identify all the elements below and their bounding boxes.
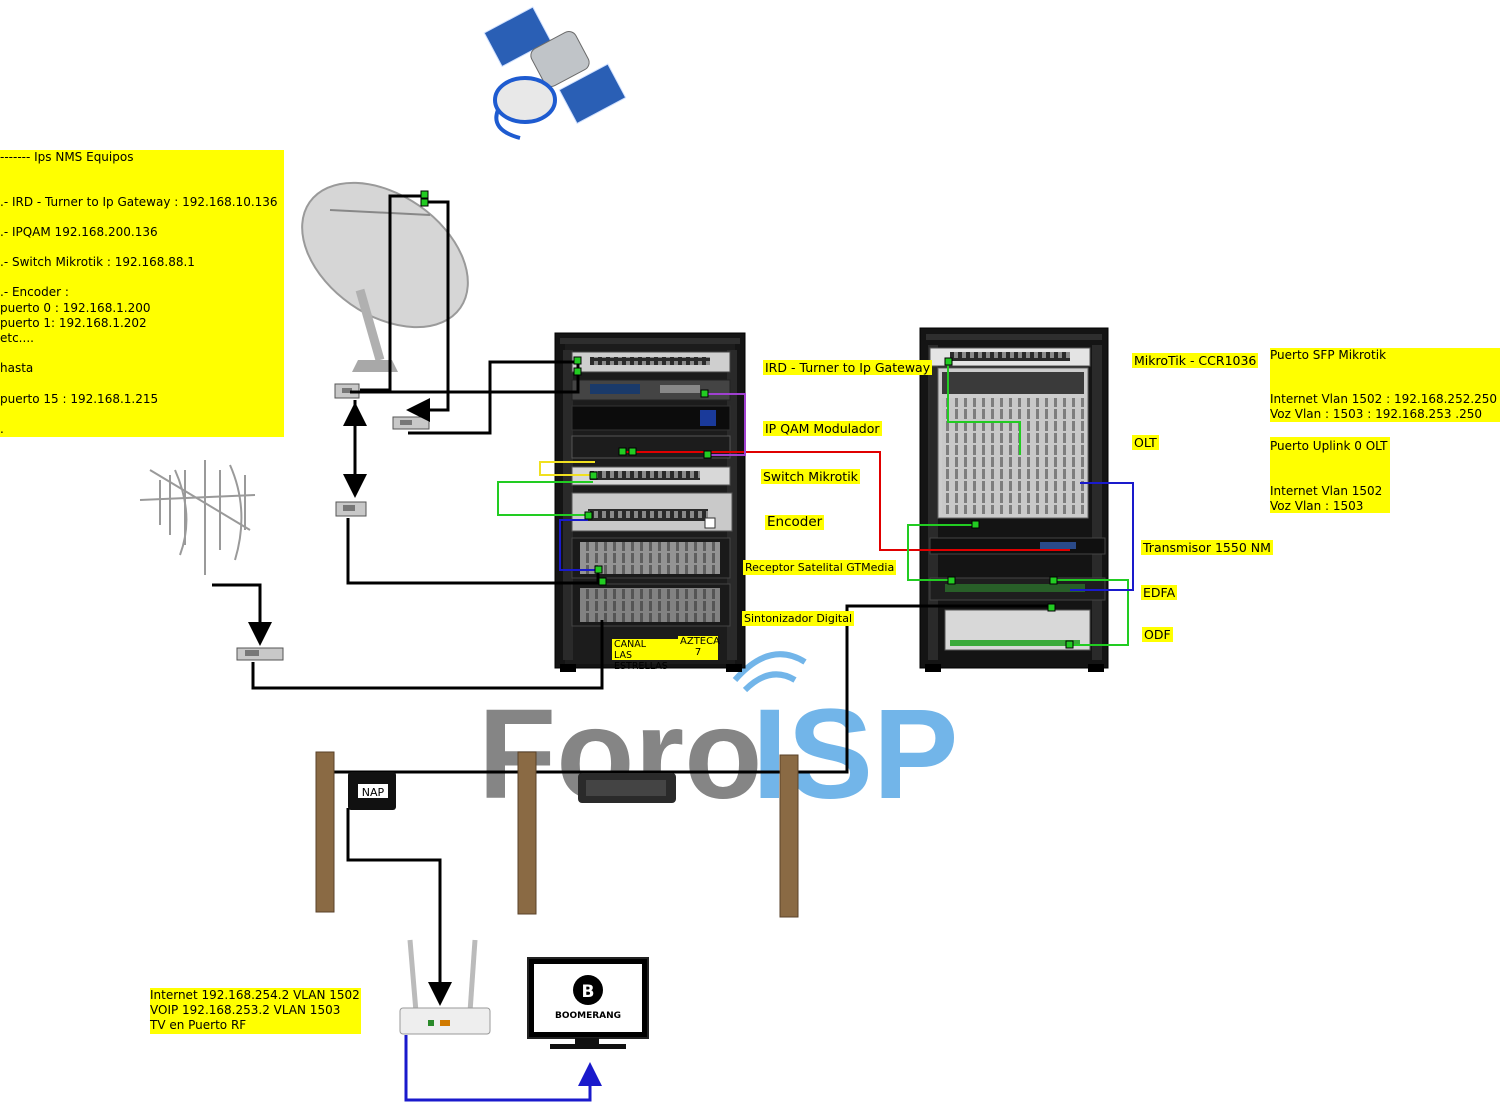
- onu-router-icon: [399, 939, 491, 1035]
- tv-antenna-icon: [139, 460, 256, 575]
- label-mikrotik-ccr1036: MikroTik - CCR1036: [1132, 353, 1259, 368]
- uplink-voz: Voz Vlan : 1503: [1270, 499, 1364, 513]
- sfp-internet: Internet Vlan 1502 : 192.168.252.250: [1270, 392, 1498, 406]
- label-receptor-satelital: Receptor Satelital GTMedia: [743, 560, 897, 575]
- tv-logo-text: BOOMERANG: [555, 1011, 621, 1021]
- nap-box: NAP: [348, 772, 396, 810]
- transmisor-1550-device: [929, 537, 1106, 555]
- splitter-2: [392, 416, 430, 430]
- uplink-olt-box: Puerto Uplink 0 OLT Internet Vlan 1502 V…: [1270, 437, 1390, 513]
- utility-poles: [315, 751, 799, 918]
- nms-line-port0: puerto 0 : 192.168.1.200: [0, 301, 151, 315]
- connectors: [420, 190, 1074, 649]
- tv-icon: B BOOMERANG: [527, 957, 649, 1049]
- label-olt: OLT: [1132, 435, 1159, 450]
- nms-line-hasta: hasta: [0, 361, 34, 375]
- nms-line-port1: puerto 1: 192.168.1.202: [0, 316, 147, 330]
- label-ird: IRD - Turner to Ip Gateway: [763, 360, 933, 375]
- nms-line-switch: .- Switch Mikrotik : 192.168.88.1: [0, 255, 195, 269]
- splice-closure-icon: [578, 773, 676, 803]
- nms-line-encoder: .- Encoder :: [0, 285, 69, 299]
- nms-line-etc: etc....: [0, 331, 34, 345]
- left-rack: [554, 332, 746, 672]
- label-edfa: EDFA: [1141, 585, 1178, 600]
- label-ipqam: IP QAM Modulador: [763, 421, 882, 436]
- label-switch-mikrotik: Switch Mikrotik: [761, 469, 860, 484]
- satellite-dish-icon: [301, 181, 469, 372]
- nms-ip-box: ------- Ips NMS Equipos .- IRD - Turner …: [0, 150, 284, 437]
- client-voip: VOIP 192.168.253.2 VLAN 1503: [150, 1003, 341, 1017]
- nms-line-port15: puerto 15 : 192.168.1.215: [0, 392, 159, 406]
- satellite-icon: [483, 6, 627, 140]
- watermark-signal-arc: [732, 651, 807, 682]
- label-canal-las-estrellas: CANAL LAS ESTRELLAS: [612, 639, 680, 672]
- green-links: [497, 362, 1129, 646]
- svg-text:B: B: [582, 982, 595, 1002]
- sfp-voz: Voz Vlan : 1503 : 192.168.253 .250: [1270, 407, 1482, 421]
- sfp-mikrotik-box: Puerto SFP Mikrotik Internet Vlan 1502 :…: [1270, 348, 1500, 422]
- uplink-internet: Internet Vlan 1502: [1270, 484, 1383, 498]
- uplink-title: Puerto Uplink 0 OLT: [1270, 439, 1388, 453]
- blue-links: [404, 482, 1134, 1102]
- fiber-red-link: [622, 451, 1070, 551]
- client-tv: TV en Puerto RF: [150, 1018, 247, 1032]
- purple-link: [705, 393, 746, 456]
- nms-title: ------- Ips NMS Equipos: [0, 150, 134, 164]
- label-sintonizador-digital: Sintonizador Digital: [742, 611, 855, 626]
- nms-line-ipqam: .- IPQAM 192.168.200.136: [0, 225, 158, 239]
- yellow-link: [539, 461, 595, 476]
- splitter-1: [334, 383, 360, 399]
- sfp-title: Puerto SFP Mikrotik: [1270, 348, 1387, 362]
- foroisp-watermark: Foro ISP: [478, 651, 958, 826]
- client-ip-box: Internet 192.168.254.2 VLAN 1502 VOIP 19…: [150, 988, 361, 1034]
- nap-label: NAP: [362, 786, 385, 799]
- nms-line-end: .: [0, 422, 4, 436]
- label-encoder: Encoder: [765, 514, 825, 530]
- nms-line-ird: .- IRD - Turner to Ip Gateway : 192.168.…: [0, 195, 278, 209]
- label-azteca-7: AZTECA 7: [678, 636, 720, 660]
- label-odf: ODF: [1142, 627, 1173, 642]
- label-transmisor-1550: Transmisor 1550 NM: [1141, 540, 1273, 555]
- splitter-4: [236, 647, 284, 661]
- client-internet: Internet 192.168.254.2 VLAN 1502: [150, 988, 360, 1002]
- splitter-3: [335, 501, 367, 517]
